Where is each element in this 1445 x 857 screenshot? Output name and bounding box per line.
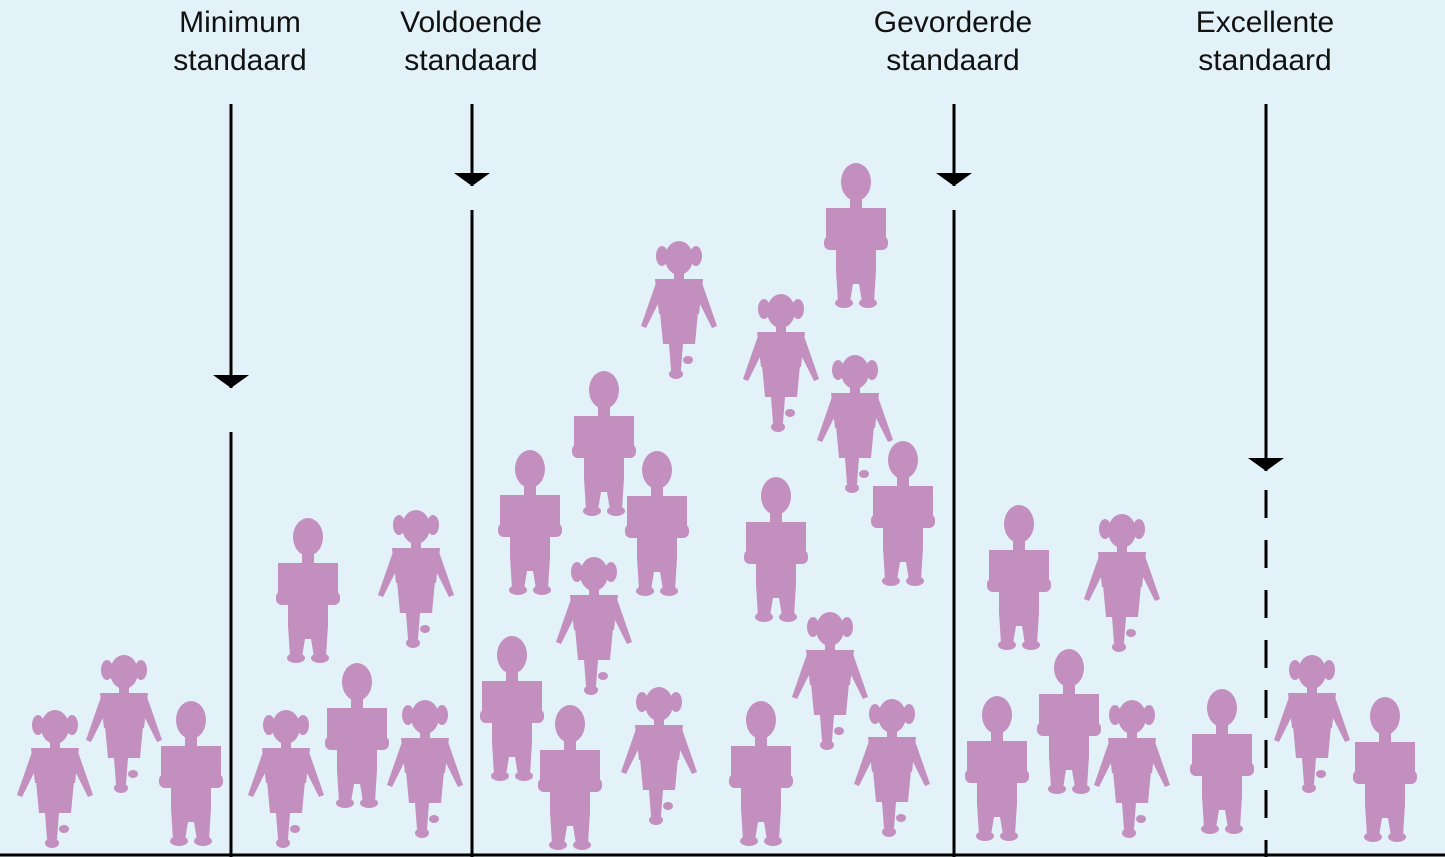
- label-minimum: Minimum standaard: [130, 4, 350, 80]
- child-figure-boy: [538, 705, 602, 850]
- child-figure-boy: [744, 477, 808, 622]
- label-excellente: Excellente standaard: [1155, 4, 1375, 80]
- child-figure-boy: [824, 163, 888, 308]
- label-minimum-line1: Minimum: [179, 6, 301, 39]
- child-figure-girl: [17, 710, 93, 848]
- child-figure-boy: [729, 701, 793, 846]
- label-gevorderde-line1: Gevorderde: [873, 6, 1033, 39]
- child-figure-girl: [1274, 655, 1350, 793]
- child-figure-girl: [86, 655, 162, 793]
- child-figure-girl: [248, 710, 324, 848]
- label-minimum-line2: standaard: [173, 44, 307, 77]
- child-figure-girl: [621, 687, 697, 825]
- child-figure-girl: [817, 355, 893, 493]
- child-figure-girl: [387, 700, 463, 838]
- label-voldoende-line2: standaard: [404, 44, 538, 77]
- child-figure-boy: [1037, 649, 1101, 794]
- label-excellente-line1: Excellente: [1195, 6, 1335, 39]
- child-figure-girl: [792, 612, 868, 750]
- child-figure-girl: [378, 510, 454, 648]
- child-figure-boy: [625, 451, 689, 596]
- child-figure-boy: [498, 450, 562, 595]
- child-figure-girl: [1084, 514, 1160, 652]
- child-figure-girl: [556, 557, 632, 695]
- child-figure-boy: [1353, 697, 1417, 842]
- child-figure-boy: [987, 505, 1051, 650]
- child-figure-boy: [159, 701, 223, 846]
- child-figure-boy: [871, 441, 935, 586]
- label-voldoende: Voldoende standaard: [361, 4, 581, 80]
- child-figure-boy: [965, 696, 1029, 841]
- child-figure-boy: [480, 636, 544, 781]
- child-figure-boy: [572, 371, 636, 516]
- child-figure-girl: [743, 294, 819, 432]
- child-figure-boy: [325, 663, 389, 808]
- child-figure-boy: [276, 518, 340, 663]
- child-figure-boy: [1190, 689, 1254, 834]
- child-figure-girl: [854, 699, 930, 837]
- label-voldoende-line1: Voldoende: [400, 6, 542, 39]
- label-gevorderde-line2: standaard: [886, 44, 1020, 77]
- label-gevorderde: Gevorderde standaard: [843, 4, 1063, 80]
- child-figure-girl: [641, 241, 717, 379]
- child-figure-girl: [1094, 700, 1170, 838]
- label-excellente-line2: standaard: [1198, 44, 1332, 77]
